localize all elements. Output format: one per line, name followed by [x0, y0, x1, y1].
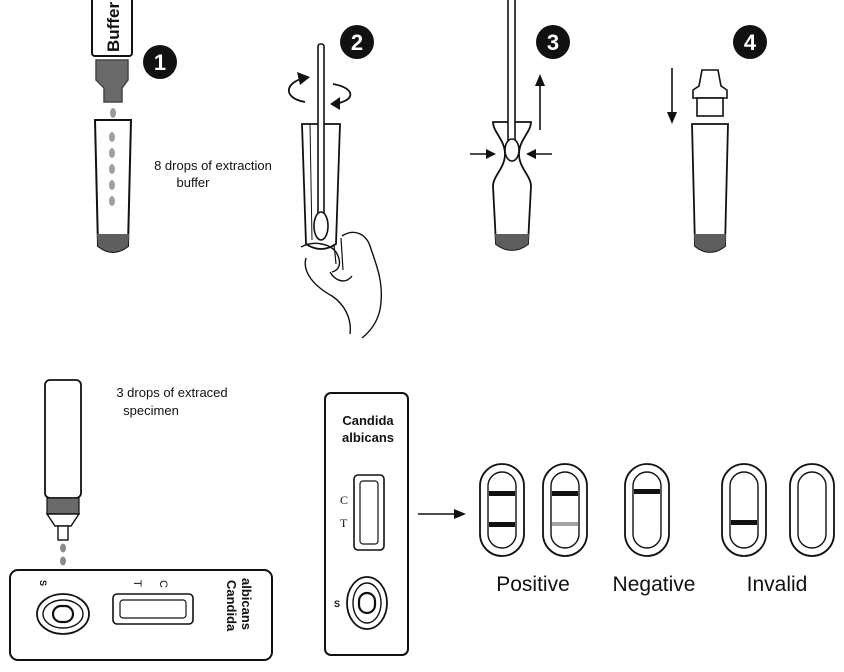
step-1: Buffer 1 8 drops of extraction buffer — [91, 0, 272, 253]
cassette-title-line-1: Candida — [224, 580, 239, 632]
step-1-caption-line-1: 8 drops of extraction — [154, 158, 272, 173]
specimen-caption-line-2: specimen — [123, 403, 179, 418]
swab-stick-3 — [507, 0, 516, 146]
control-line — [634, 489, 660, 494]
droplet — [60, 543, 66, 553]
droplet — [109, 180, 115, 190]
result-window-inner — [359, 480, 379, 545]
test-line — [489, 522, 515, 527]
step-3: 3 — [470, 0, 570, 251]
positive-result-strong — [479, 463, 525, 557]
arrowhead — [330, 97, 340, 110]
dropper-band — [46, 497, 80, 515]
arrowhead — [535, 74, 545, 86]
buffer-bottle — [91, 0, 133, 57]
horizontal-cassette: S T C Candida albicans — [9, 569, 273, 661]
step-number-3: 3 — [547, 30, 559, 55]
swab-stick — [317, 43, 325, 231]
invalid-result-no-lines — [789, 463, 835, 557]
step-number-1: 1 — [154, 50, 166, 75]
step-number-2: 2 — [351, 30, 363, 55]
cassette-title-line-2: albicans — [342, 430, 394, 445]
droplet — [109, 132, 115, 142]
droplet — [109, 148, 115, 158]
finger-lines — [333, 237, 344, 271]
positive-result-weak — [542, 463, 588, 557]
specimen-caption-line-1: 3 drops of extraced — [116, 385, 227, 400]
results-arrow — [418, 509, 466, 519]
t-mark: T — [131, 580, 143, 587]
result-examples: Positive Negative Invalid — [479, 463, 835, 596]
step-4: 4 — [667, 25, 767, 253]
tube-inner-line — [309, 123, 313, 241]
cassette-title-line-2: albicans — [239, 578, 254, 630]
t-mark: T — [340, 516, 348, 530]
arrowhead — [486, 149, 496, 159]
extraction-tube-4 — [691, 123, 729, 253]
buffer-bottle-label: Buffer — [104, 2, 123, 52]
sample-well-port — [357, 591, 377, 615]
control-line — [552, 491, 578, 496]
invalid-label: Invalid — [747, 573, 808, 596]
hand-outline — [300, 231, 383, 339]
droplet — [110, 108, 116, 118]
positive-label: Positive — [496, 573, 570, 596]
c-mark: C — [340, 493, 348, 507]
result-window-inner — [119, 599, 187, 619]
s-mark: S — [334, 599, 340, 609]
cassette-title-line-1: Candida — [342, 413, 394, 428]
dropper-tip — [57, 525, 69, 541]
dropper-bottle — [44, 379, 82, 499]
step-number-4: 4 — [744, 30, 757, 55]
s-mark: S — [38, 580, 48, 586]
swab-head — [313, 211, 329, 241]
invalid-result-test-only — [721, 463, 767, 557]
arrowhead — [526, 149, 536, 159]
specimen-dropper: 3 drops of extraced specimen — [44, 379, 228, 566]
vertical-cassette: Candida albicans C T S — [324, 392, 409, 656]
buffer-bottle-nozzle — [95, 59, 129, 103]
step-number-badge-4 — [733, 25, 767, 59]
step-2: 2 — [287, 25, 383, 339]
dropper-cap — [692, 69, 728, 99]
tube-liquid-4 — [694, 234, 726, 252]
step-number-badge-3 — [536, 25, 570, 59]
droplet — [109, 196, 115, 206]
swab-head-3 — [504, 138, 520, 162]
arrowhead — [667, 112, 677, 124]
tube-liquid-3 — [495, 234, 529, 250]
arrowhead — [297, 72, 310, 85]
negative-result — [624, 463, 670, 557]
test-line-faint — [552, 522, 578, 526]
droplet — [109, 164, 115, 174]
droplet — [60, 556, 66, 566]
control-line — [489, 491, 515, 496]
step-1-caption-line-2: buffer — [176, 175, 210, 190]
test-line — [731, 520, 757, 525]
tube-liquid-1 — [97, 234, 129, 252]
dropper-taper — [45, 513, 81, 527]
sample-well-port — [51, 604, 75, 624]
step-number-badge-1 — [143, 45, 177, 79]
step-number-badge-2 — [340, 25, 374, 59]
negative-label: Negative — [613, 573, 696, 596]
c-mark: C — [157, 580, 169, 588]
dropper-cap-base — [696, 97, 724, 117]
